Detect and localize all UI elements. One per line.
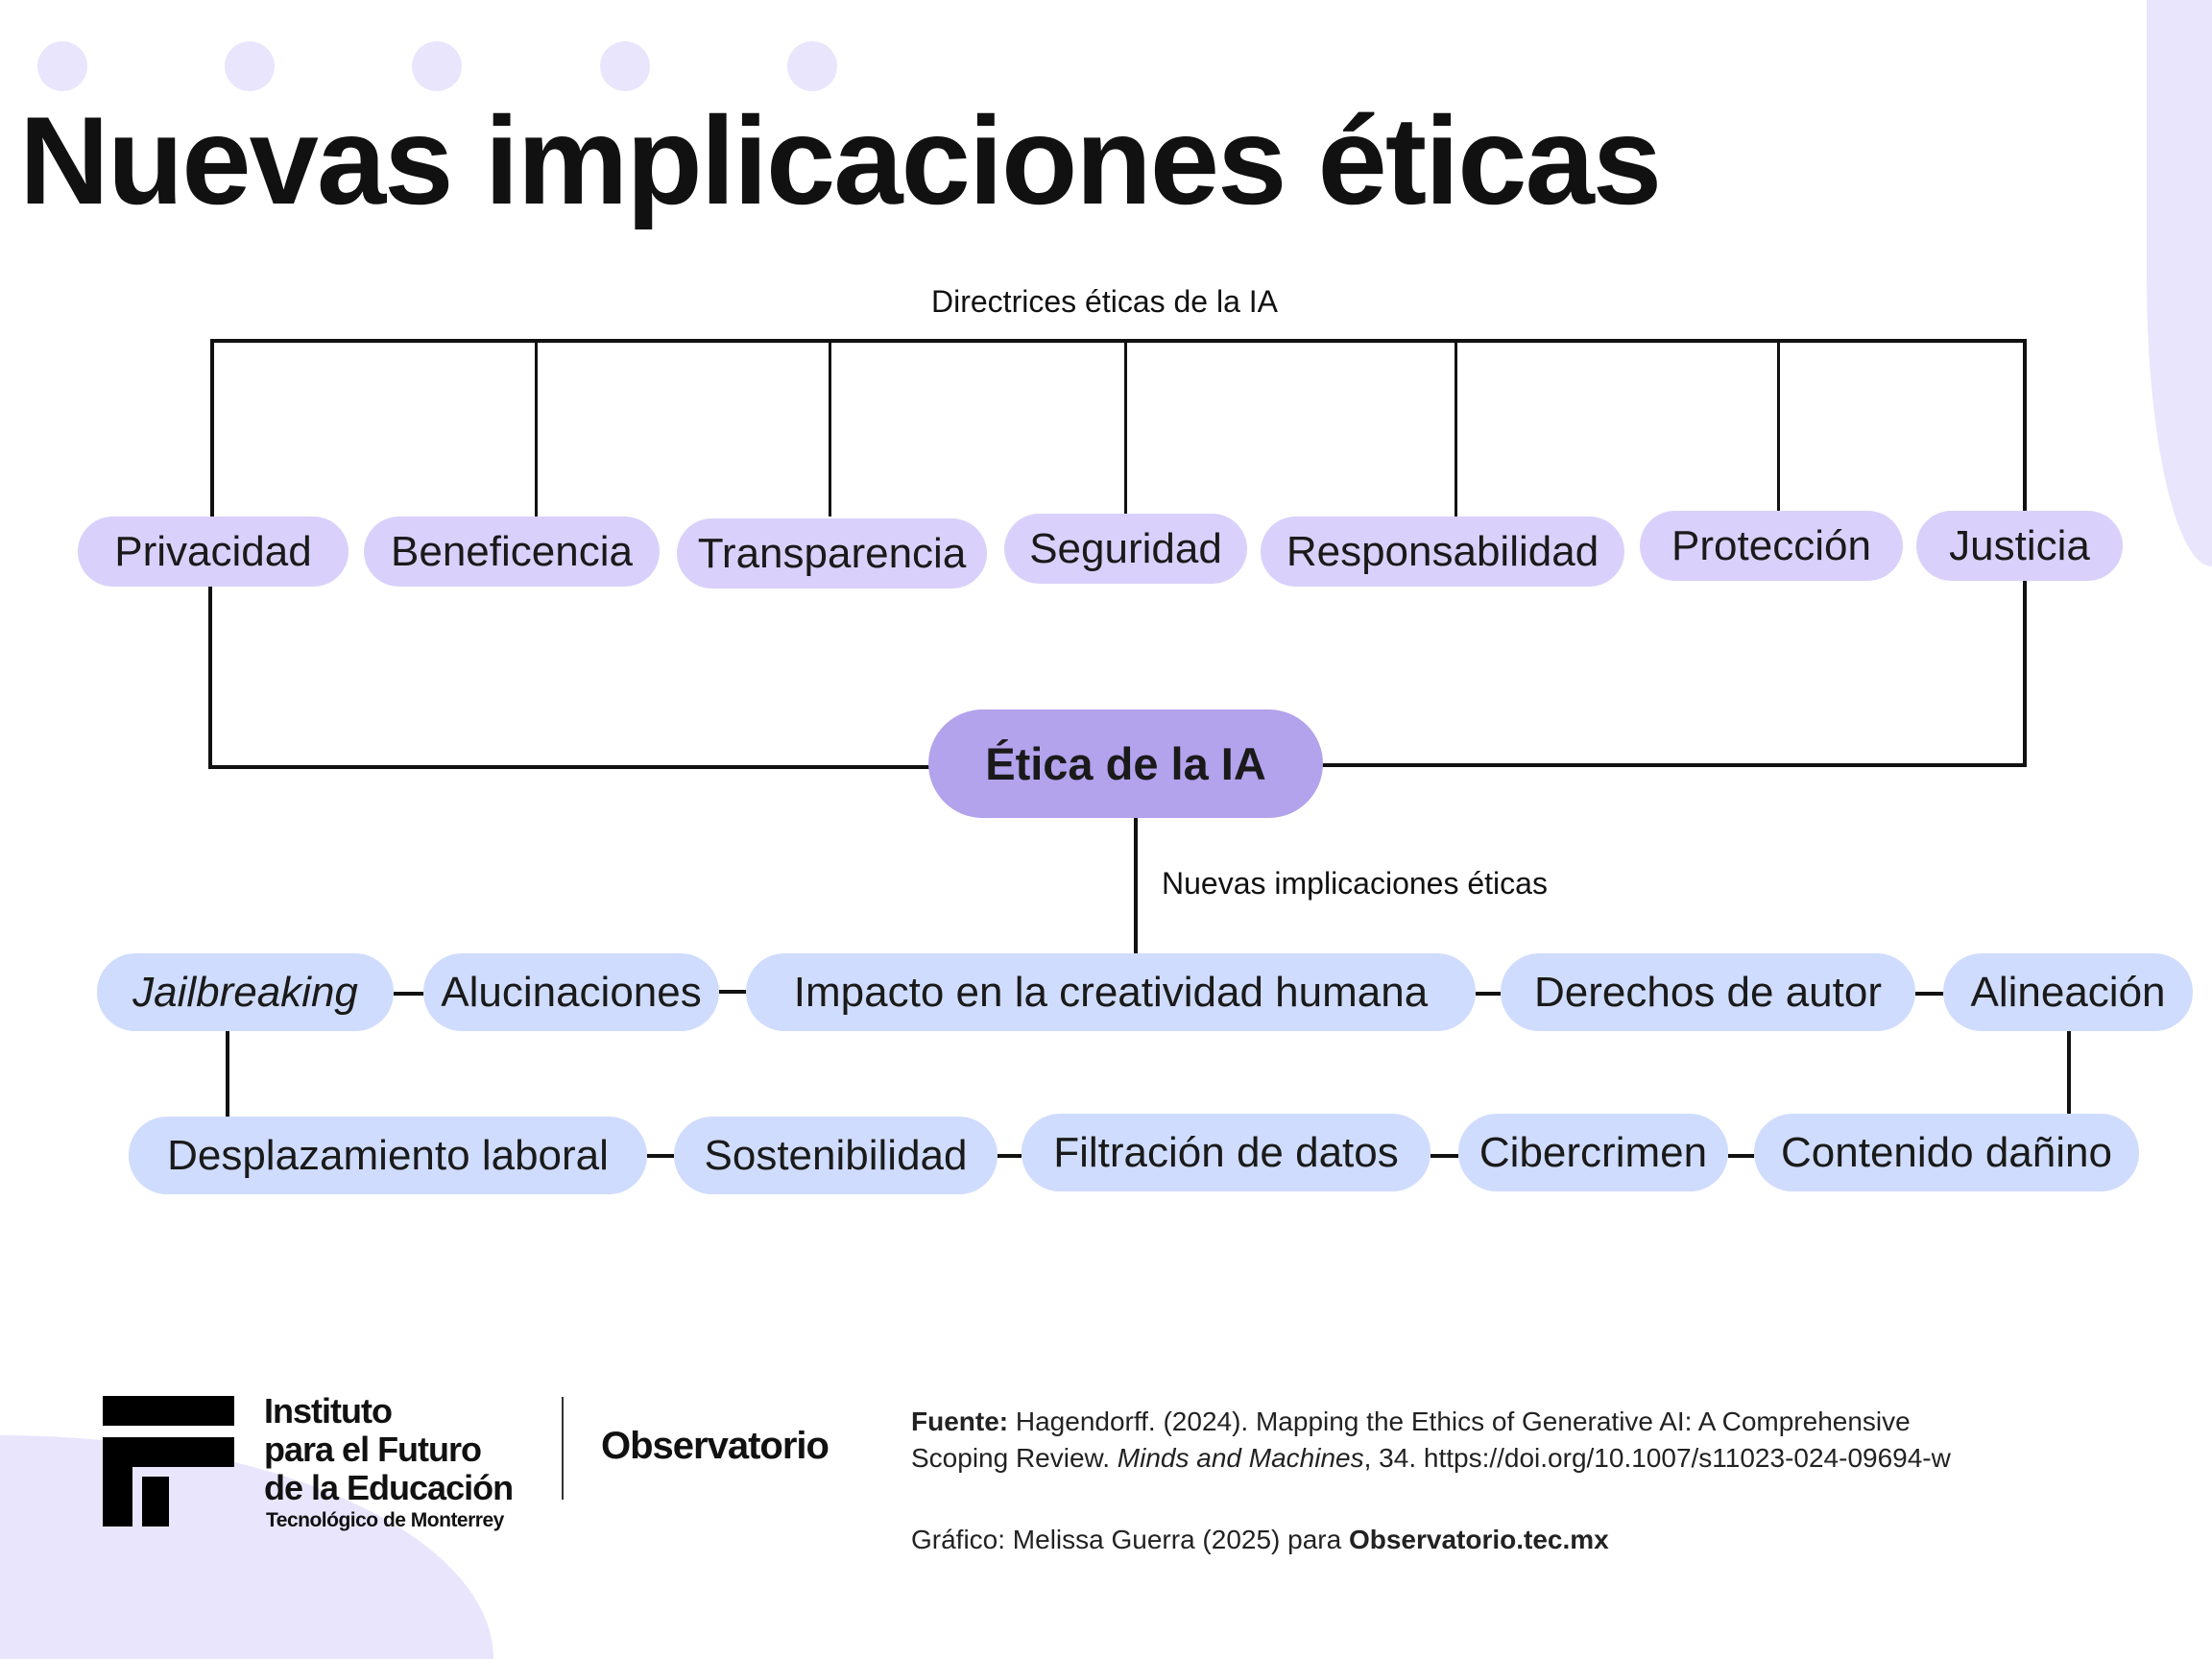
connector-line [1476, 992, 1501, 996]
implication-alineacion: Alineación [1943, 953, 2193, 1031]
connector-line [210, 339, 214, 517]
connector-line [647, 1154, 674, 1158]
implication-filtracion-datos: Filtración de datos [1022, 1114, 1431, 1191]
connector-line [2023, 339, 2027, 511]
connector-line [1134, 818, 1138, 953]
guideline-responsabilidad: Responsabilidad [1261, 517, 1624, 587]
connector-line [2023, 581, 2027, 765]
connector-line [829, 339, 831, 517]
connector-line [1777, 339, 1780, 511]
connector-line [719, 990, 746, 994]
source-line-1: Fuente: Hagendorff. (2024). Mapping the … [911, 1407, 1911, 1437]
connector-line [1915, 992, 1943, 996]
decor-dot [787, 41, 837, 91]
observatorio-logo: Observatorio [601, 1425, 830, 1467]
guideline-transparencia: Transparencia [677, 518, 987, 589]
connector-line [535, 339, 538, 517]
implication-sostenibilidad: Sostenibilidad [674, 1117, 998, 1194]
implication-impacto-creatividad: Impacto en la creatividad humana [746, 953, 1476, 1031]
institute-subtitle: Tecnológico de Monterrey [266, 1509, 504, 1531]
implication-desplazamiento-laboral: Desplazamiento laboral [129, 1117, 647, 1194]
implications-label: Nuevas implicaciones éticas [1162, 866, 1548, 901]
guideline-privacidad: Privacidad [78, 517, 349, 587]
implication-alucinaciones: Alucinaciones [423, 953, 719, 1031]
implication-derechos-autor: Derechos de autor [1501, 953, 1915, 1031]
decor-dot [600, 41, 650, 91]
guideline-proteccion: Protección [1640, 511, 1903, 581]
connector-line [1728, 1154, 1754, 1158]
guidelines-label: Directrices éticas de la IA [931, 284, 1279, 319]
connector-line [208, 587, 212, 768]
credit-text: Gráfico: Melissa Guerra (2025) para [911, 1525, 1349, 1554]
guideline-seguridad: Seguridad [1004, 514, 1247, 584]
connector-line [2067, 1031, 2071, 1118]
source-journal: Minds and Machines [1117, 1443, 1364, 1473]
connector-line [394, 992, 423, 996]
credit-line: Gráfico: Melissa Guerra (2025) para Obse… [911, 1525, 1609, 1555]
connector-line [1455, 339, 1457, 517]
footer-divider [562, 1397, 564, 1500]
implication-cibercrimen: Cibercrimen [1458, 1114, 1728, 1191]
source-doi: , 34. https://doi.org/10.1007/s11023-024… [1363, 1443, 1951, 1473]
connector-line [226, 1031, 229, 1118]
connector-line [210, 339, 2026, 343]
source-label: Fuente: [911, 1407, 1009, 1436]
credit-site: Observatorio.tec.mx [1348, 1525, 1609, 1554]
connector-line [1124, 339, 1127, 514]
connector-line [208, 765, 930, 769]
implication-jailbreaking: Jailbreaking [97, 953, 394, 1031]
center-node-etica-ia: Ética de la IA [928, 709, 1323, 818]
decor-dot [37, 41, 87, 91]
institute-logo-icon [103, 1396, 234, 1527]
decor-right-shape [2147, 0, 2212, 566]
connector-line [1321, 763, 2027, 767]
source-text: Scoping Review. [911, 1443, 1118, 1473]
institute-name-line: de la Educación [264, 1468, 514, 1507]
guideline-beneficencia: Beneficencia [364, 517, 660, 587]
guideline-justicia: Justicia [1916, 511, 2123, 581]
source-text: Hagendorff. (2024). Mapping the Ethics o… [1015, 1407, 1911, 1436]
decor-dot [412, 41, 462, 91]
implication-contenido-danino: Contenido dañino [1754, 1114, 2139, 1191]
decor-dot [225, 41, 275, 91]
connector-line [1431, 1154, 1458, 1158]
institute-name-line: para el Futuro [264, 1430, 482, 1469]
source-line-2: Scoping Review. Minds and Machines, 34. … [911, 1443, 1951, 1474]
connector-line [998, 1154, 1022, 1158]
page-title: Nuevas implicaciones éticas [19, 90, 1662, 230]
institute-name-line: Instituto [264, 1391, 393, 1431]
